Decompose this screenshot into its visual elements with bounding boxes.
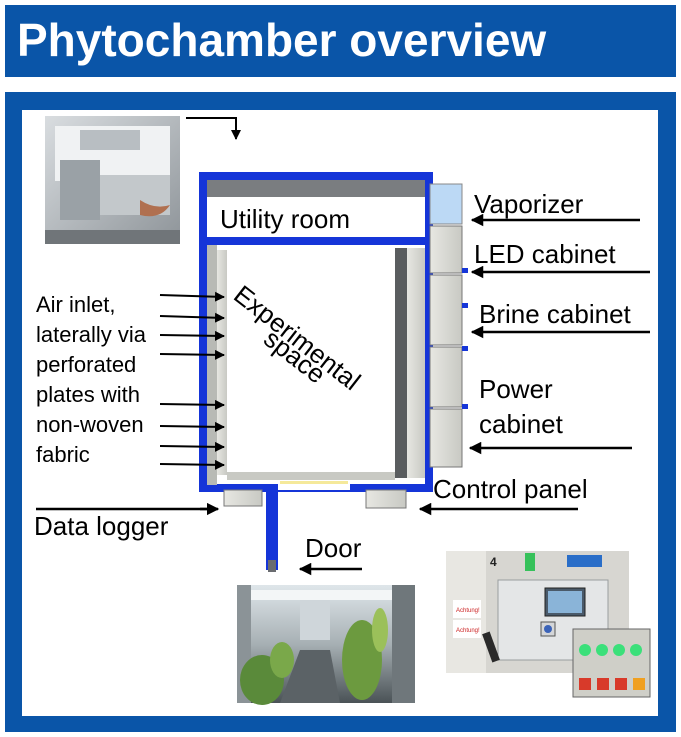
data-logger-box — [223, 489, 263, 507]
air-inlet-line-4: plates with — [36, 382, 140, 407]
utility-room-photo — [45, 116, 180, 244]
growth-room-photo — [237, 585, 415, 705]
label-arrows — [36, 213, 650, 576]
air-inlet-line-6: fabric — [36, 442, 90, 467]
title-bar: Phytochamber overview — [5, 5, 676, 77]
control-panel-photo: 4 Achtung! Achtung! — [446, 551, 651, 698]
door-label: Door — [305, 533, 362, 563]
power-cabinet-label-line2: cabinet — [479, 409, 563, 439]
air-inlet-line-5: non-woven — [36, 412, 144, 437]
power-cabinet-label-line1: Power — [479, 374, 553, 404]
page-title: Phytochamber overview — [17, 14, 547, 66]
utility-room-label: Utility room — [220, 204, 351, 234]
air-inlet-arrows — [159, 291, 225, 470]
warning-sign-2: Achtung! — [456, 628, 480, 634]
chamber-walls — [199, 172, 433, 572]
utility-photo-arrow — [186, 117, 241, 140]
experimental-space-label-line1: Experimental — [228, 279, 366, 396]
brine-cabinet-label: Brine cabinet — [479, 299, 631, 329]
vaporizer-label: Vaporizer — [474, 189, 584, 219]
warning-sign-1: Achtung! — [456, 608, 480, 614]
cabinet-column — [429, 183, 468, 468]
air-inlet-line-2: laterally via — [36, 322, 147, 347]
control-panel-label: Control panel — [433, 474, 588, 504]
data-logger-label: Data logger — [34, 511, 169, 541]
air-inlet-line-1: Air inlet, — [36, 292, 116, 317]
led-cabinet-label: LED cabinet — [474, 239, 616, 269]
control-panel-box — [365, 489, 407, 509]
air-inlet-line-3: perforated — [36, 352, 137, 377]
cabinet-number: 4 — [490, 555, 497, 569]
